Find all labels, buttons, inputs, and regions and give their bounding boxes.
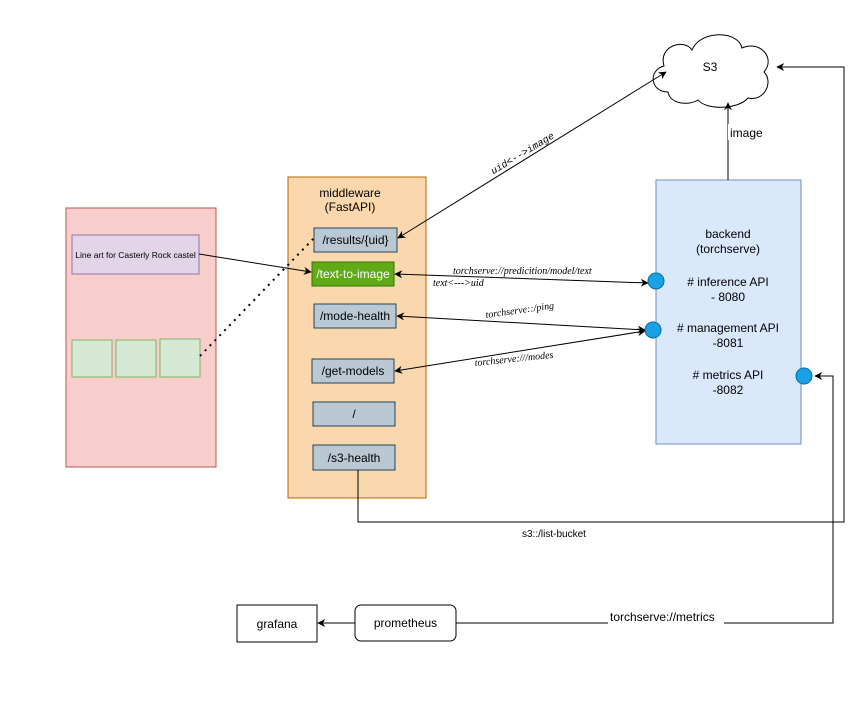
backend-ports (644, 272, 813, 385)
edge-text-to-image-inference (394, 270, 649, 287)
inference-api-label: # inference API (687, 275, 768, 289)
backend-panel-bg (655, 179, 802, 445)
edge-label-predict: torchserve://predicition/model/text (453, 266, 592, 277)
monitoring: grafana prometheus (236, 604, 457, 643)
middleware-title: middleware (319, 186, 381, 200)
endpoint-text-to-image-label: /text-to-image (316, 267, 390, 281)
backend-subtitle: (torchserve) (696, 242, 760, 256)
edge-get-models-management (394, 328, 646, 374)
endpoint-s3-health[interactable] (312, 444, 396, 471)
middleware-panel: middleware (FastAPI) /results/{uid} /tex… (287, 176, 427, 499)
grafana-label: grafana (257, 617, 298, 631)
endpoint-get-models-label: /get-models (322, 364, 385, 378)
edge-label-image: image (730, 126, 763, 140)
edge-label-image-bg (728, 124, 768, 140)
prometheus-label: prometheus (374, 616, 437, 630)
endpoint-root-label: / (352, 407, 356, 421)
s3-cloud: S3 (652, 34, 769, 108)
management-api-label: # management API (677, 321, 779, 335)
edge-label-ping: torchserve::/ping (485, 300, 555, 321)
prompt-text: Line art for Casterly Rock castel (75, 250, 196, 260)
prompt-box[interactable] (71, 234, 200, 275)
metrics-port-dot[interactable] (795, 367, 813, 385)
image-thumb-3[interactable] (159, 338, 201, 378)
management-api-port: -8081 (713, 336, 744, 350)
endpoint-get-models[interactable] (311, 358, 395, 384)
edge-label-list-bucket: s3::/list-bucket (522, 529, 586, 540)
edge-mode-health-management (396, 312, 646, 334)
edge-label-metrics-bg (608, 610, 724, 624)
edge-results-s3 (397, 71, 667, 239)
endpoint-text-to-image[interactable] (311, 261, 395, 287)
endpoint-mode-health-label: /mode-health (320, 309, 390, 323)
management-port-dot[interactable] (644, 321, 662, 339)
frontend-panel: Line art for Casterly Rock castel (65, 207, 217, 468)
inference-port-dot[interactable] (647, 272, 665, 290)
image-thumb-2[interactable] (115, 339, 157, 378)
backend-title: backend (705, 227, 750, 241)
endpoint-mode-health[interactable] (313, 303, 397, 329)
edge-label-list-bucket-bg (520, 527, 596, 540)
image-thumb-1[interactable] (71, 339, 113, 378)
middleware-subtitle: (FastAPI) (325, 200, 376, 214)
metrics-api-label: # metrics API (693, 368, 764, 382)
endpoint-results[interactable] (313, 227, 398, 253)
backend-panel: backend (torchserve) # inference API - 8… (655, 179, 802, 445)
edge-prompt-text-to-image (198, 253, 312, 275)
metrics-api-port: -8082 (713, 383, 744, 397)
endpoint-root[interactable] (312, 401, 396, 427)
grafana-box[interactable] (236, 604, 318, 643)
endpoint-results-label: /results/{uid} (322, 233, 388, 247)
endpoint-s3-health-label: /s3-health (328, 451, 381, 465)
edge-label-modes: torchserve:///modes (474, 350, 554, 369)
inference-api-port: - 8080 (711, 290, 745, 304)
edge-s3-health-s3 (357, 63, 845, 523)
edge-label-metrics: torchserve://metrics (610, 610, 715, 624)
edge-label-uid-image: uid<-->image (489, 131, 557, 178)
prometheus-box[interactable] (354, 604, 457, 642)
s3-label: S3 (703, 60, 718, 74)
edge-label-text-uid: text<--->uid (433, 278, 485, 289)
s3-cloud-shape (652, 34, 769, 108)
